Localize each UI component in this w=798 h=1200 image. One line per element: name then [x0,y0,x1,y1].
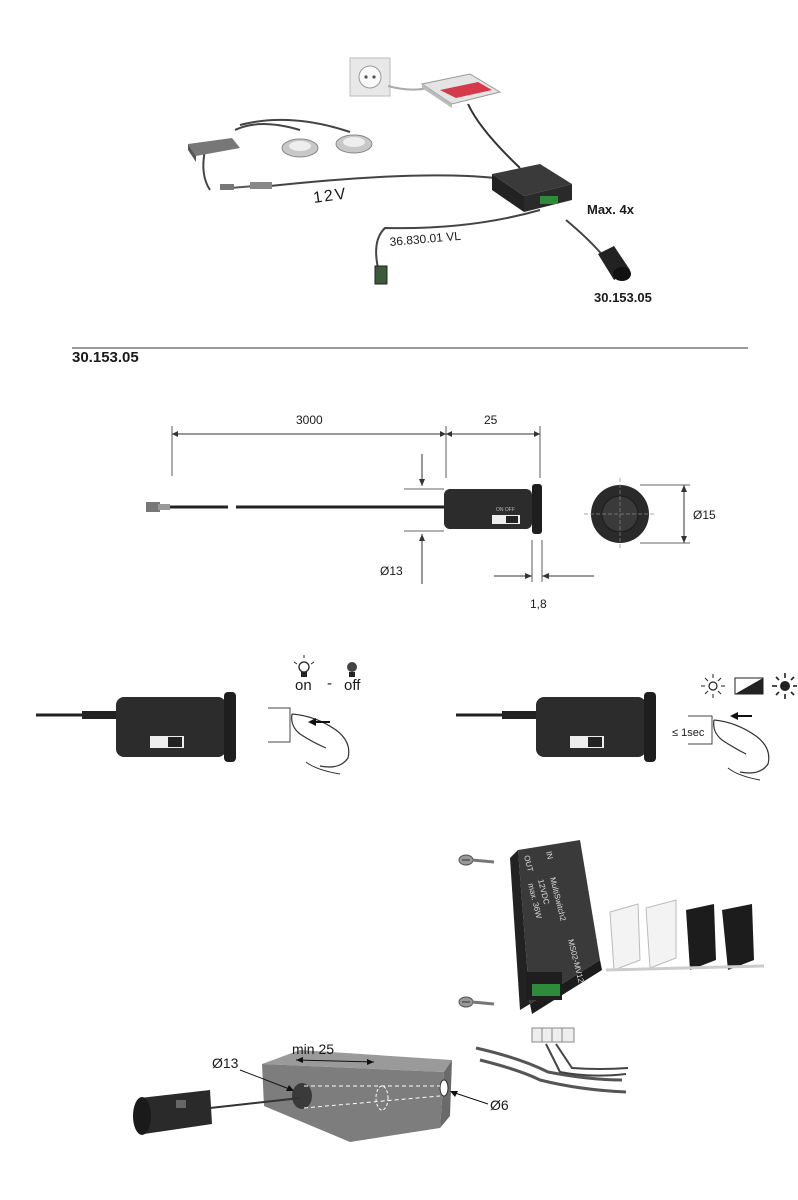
led-strip-light [188,138,240,162]
module-port-in: IN [544,850,555,860]
body-diameter-dim: Ø13 [380,564,403,578]
screw-icon [458,854,495,866]
operation-dimming: ≤ 1sec [456,673,797,781]
max-count-label: Max. 4x [587,202,635,217]
cable-label: 36.830.01 VL [389,229,462,249]
section-heading: 30.153.05 [72,349,139,366]
on-label: on [295,677,312,694]
installation-diagram: MultiSwitch2 12VDC max. 36W MS02-MV12 IN… [133,840,765,1142]
cable-connector [146,502,446,512]
power-supply [420,73,502,108]
bulb-off-icon [347,662,357,677]
socket-icon [349,57,391,97]
switch-text: ON OFF [496,507,515,513]
section-divider [72,347,748,349]
operation-on-off: on - off [36,655,361,775]
body-length-dim: 25 [484,413,498,427]
hole-diameter-dim: Ø13 [212,1055,239,1071]
cable-length-dim: 3000 [296,413,323,427]
min-depth-dim: min 25 [292,1041,334,1057]
adhesive-pad-icon [605,899,765,972]
sun-dim-icon [701,674,725,698]
cable-hole-diameter-dim: Ø6 [490,1097,509,1113]
on-off-separator: - [327,675,332,692]
sensor-front-view [584,478,656,550]
off-label: off [344,677,361,694]
sensor-side-view-right [536,692,656,762]
sensor-switch [598,246,631,281]
bulb-on-icon [293,655,315,677]
flange-thickness-dim: 1,8 [530,597,547,611]
spotlight-left [281,138,319,158]
press-duration-label: ≤ 1sec [672,727,705,739]
sensor-side-view: ON OFF [444,484,542,534]
terminal-block [531,1027,575,1043]
front-diameter-dim: Ø15 [693,508,716,522]
part-number-label: 30.153.05 [594,290,652,305]
screw-icon-lower [458,996,495,1008]
dimension-drawing: 3000 25 ON OFF Ø13 [146,413,716,611]
voltage-label: 12V [312,185,348,207]
finger-press-icon-right [688,712,770,781]
multiswitch-module [492,164,572,212]
sun-bright-icon [772,673,797,699]
sensor-side-view-left [116,692,236,762]
module-port-out: OUT [522,854,535,873]
sensor-insert [133,1090,212,1135]
finger-press-icon [268,707,350,775]
spotlight-right [335,134,373,154]
dimmer-ramp-icon [734,677,764,695]
mounting-block [262,1050,452,1142]
multiswitch-module-large: MultiSwitch2 12VDC max. 36W MS02-MV12 IN… [510,840,602,1014]
overview-diagram: 12V 36.830.01 VL Max. 4x 30.153.05 [188,57,652,305]
